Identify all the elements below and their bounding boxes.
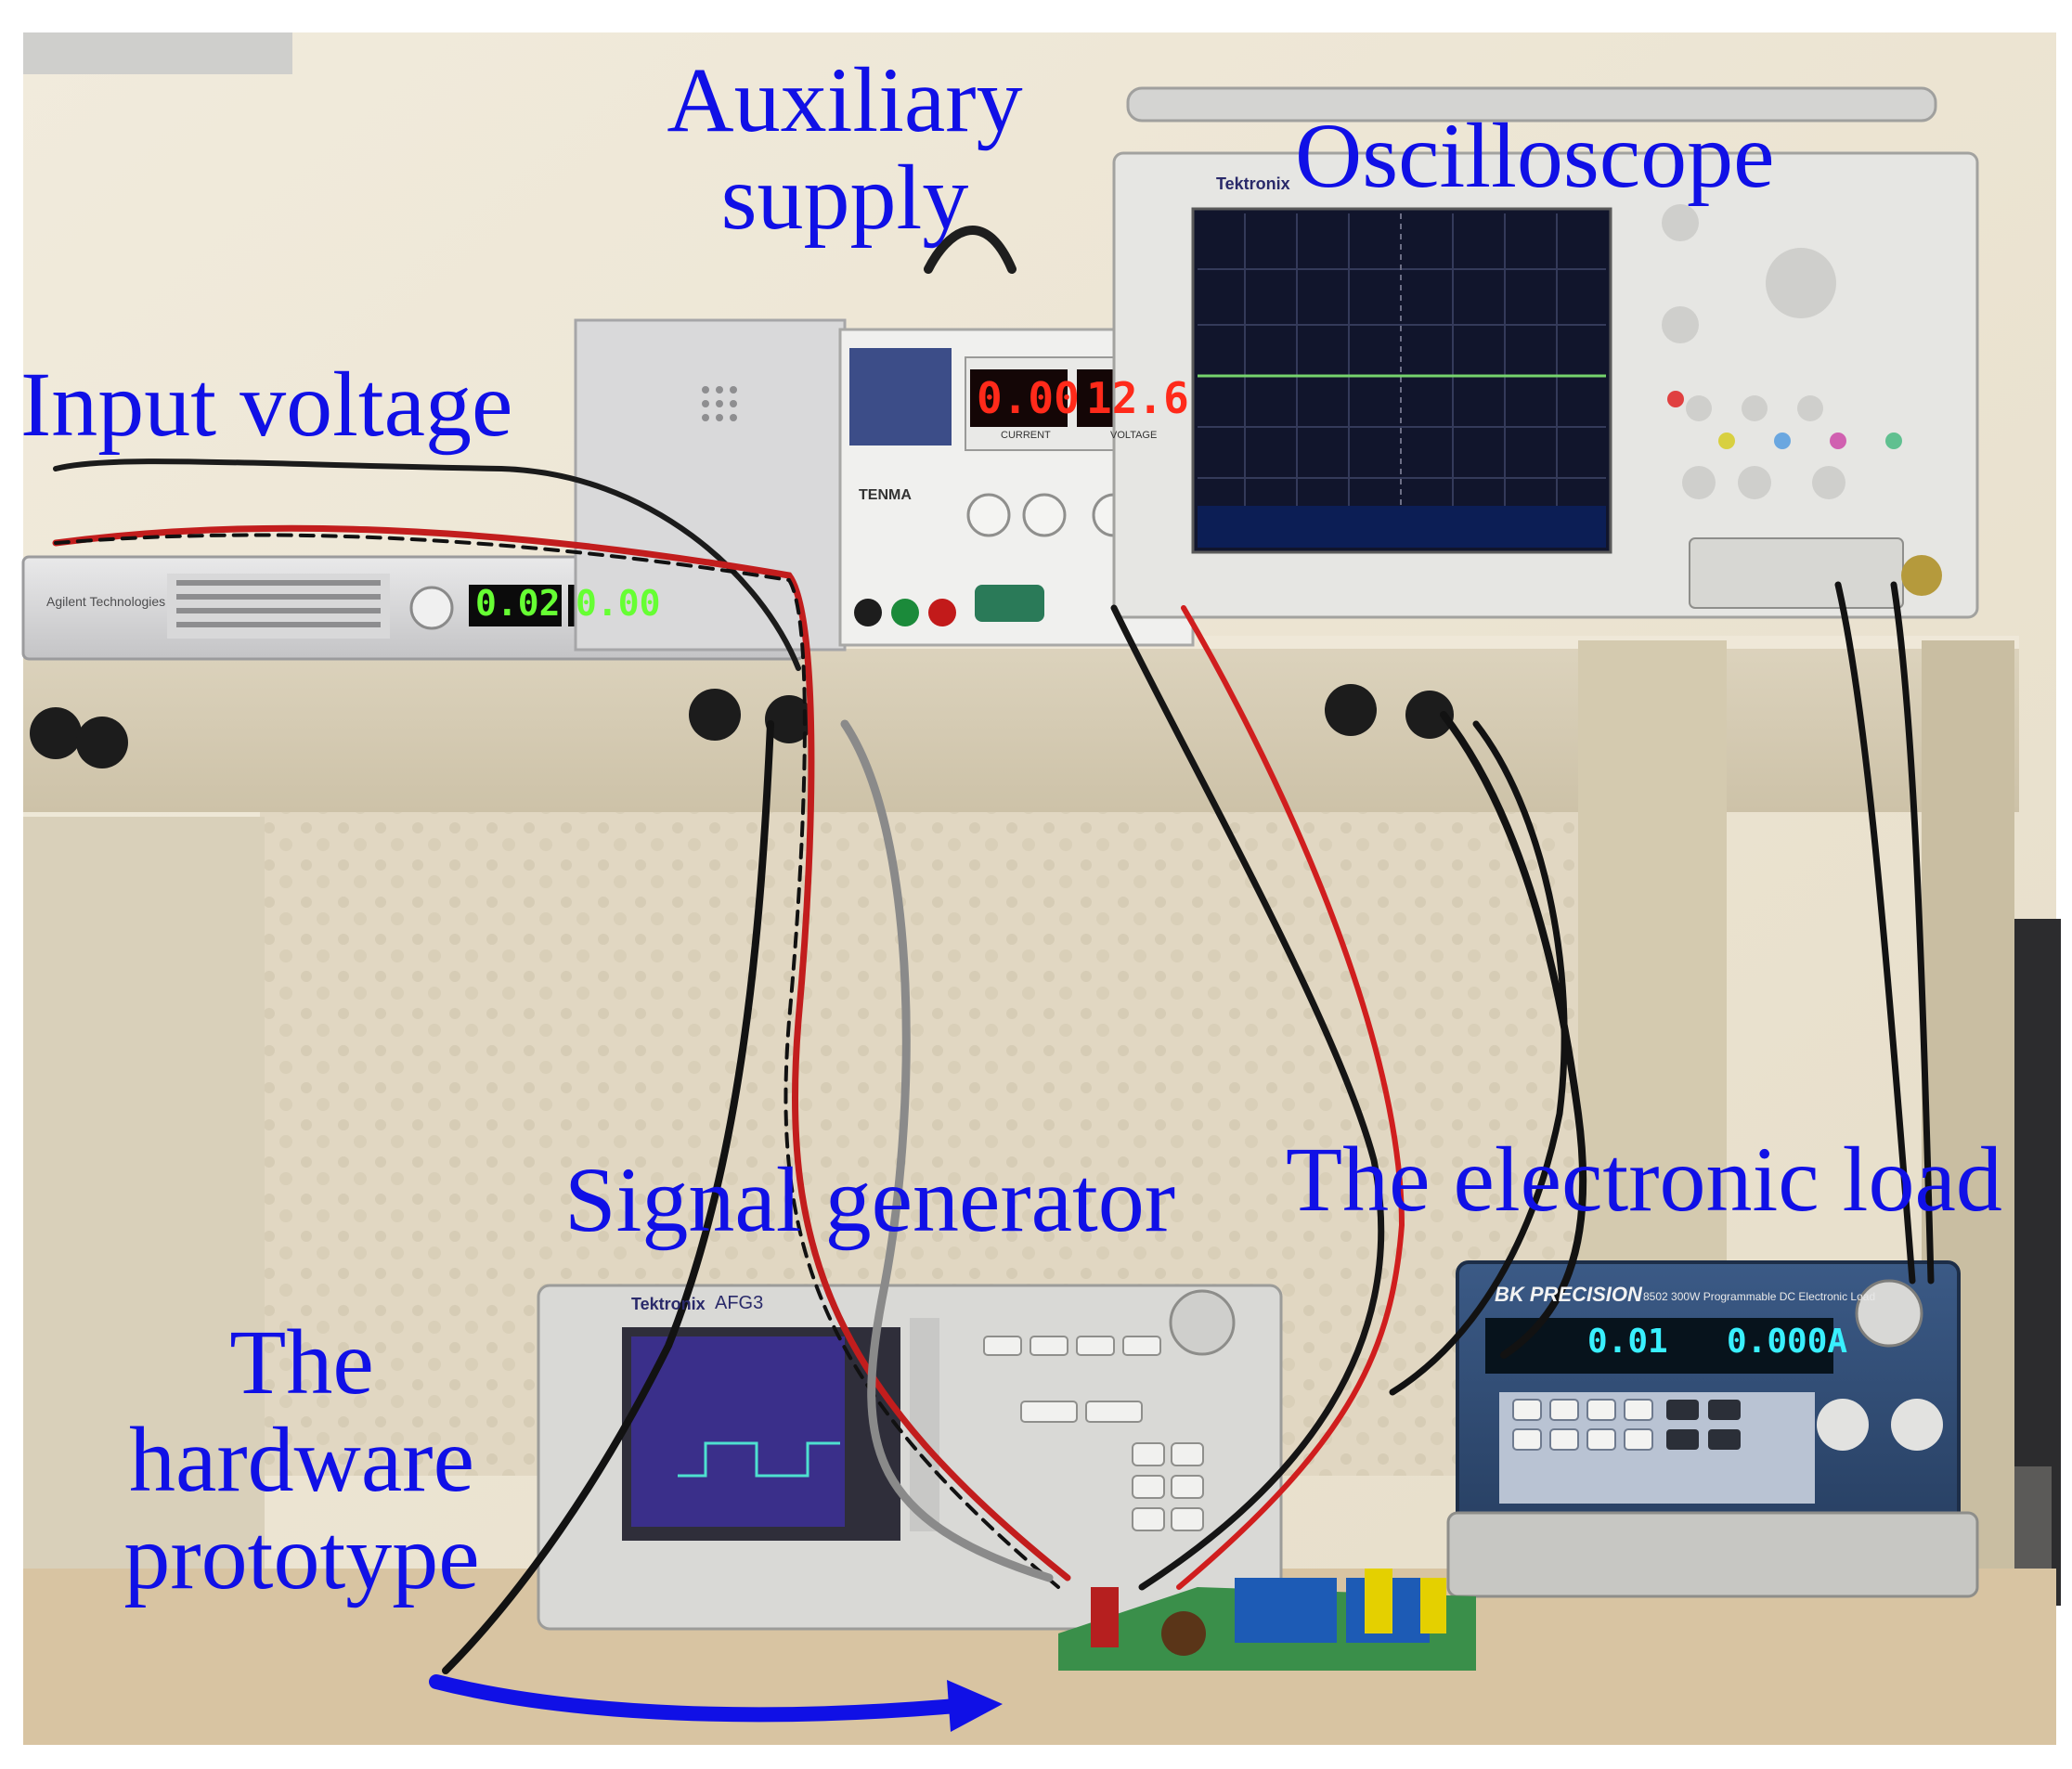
- eload-brand: BK PRECISION: [1495, 1283, 1642, 1306]
- auxiliary-power-supply: [574, 318, 1195, 652]
- label-auxiliary-supply: Auxiliary supply: [650, 51, 1040, 246]
- label-auxiliary-line-2: supply: [720, 146, 969, 249]
- label-electronic-load: The electronic load: [1286, 1128, 2002, 1231]
- cables: [52, 226, 1935, 1674]
- electronic-load-device: [1446, 1260, 1979, 1598]
- aux-current-label: CURRENT: [1001, 430, 1051, 441]
- dc-supply-amps-display: 0.00: [576, 583, 661, 624]
- label-oscilloscope: Oscilloscope: [1295, 104, 1775, 207]
- label-hardware-line-3: prototype: [123, 1505, 480, 1608]
- label-signal-generator: Signal generator: [564, 1148, 1176, 1251]
- aux-voltage-display: 12.6: [1086, 373, 1189, 423]
- aux-voltage-label: VOLTAGE: [1110, 430, 1158, 441]
- oscilloscope-device: [1112, 86, 1979, 619]
- label-input-voltage: Input voltage: [20, 353, 513, 456]
- dc-supply-volts-display: 0.02: [475, 583, 561, 624]
- arrow-icon: [429, 1674, 1003, 1732]
- dc-supply-brand: Agilent Technologies: [46, 594, 166, 609]
- aux-current-display: 0.00: [977, 373, 1080, 423]
- eload-current-display: 0.000A: [1727, 1323, 1848, 1361]
- hardware-prototype-board: [1058, 1569, 1476, 1671]
- eload-description: 8502 300W Programmable DC Electronic Loa…: [1643, 1290, 1876, 1303]
- label-hardware-prototype: The hardware prototype: [93, 1313, 511, 1606]
- eload-voltage-display: 0.01: [1587, 1323, 1668, 1361]
- label-auxiliary-line-1: Auxiliary: [667, 48, 1023, 151]
- aux-brand: TENMA: [859, 487, 912, 503]
- siggen-model: AFG3: [715, 1293, 764, 1313]
- shelf-grommets: [30, 684, 1454, 768]
- label-hardware-line-2: hardware: [129, 1408, 474, 1511]
- scope-brand: Tektronix: [1216, 174, 1290, 193]
- label-hardware-line-1: The: [229, 1311, 374, 1414]
- siggen-brand: Tektronix: [631, 1295, 706, 1313]
- signal-generator-device: [537, 1284, 1283, 1631]
